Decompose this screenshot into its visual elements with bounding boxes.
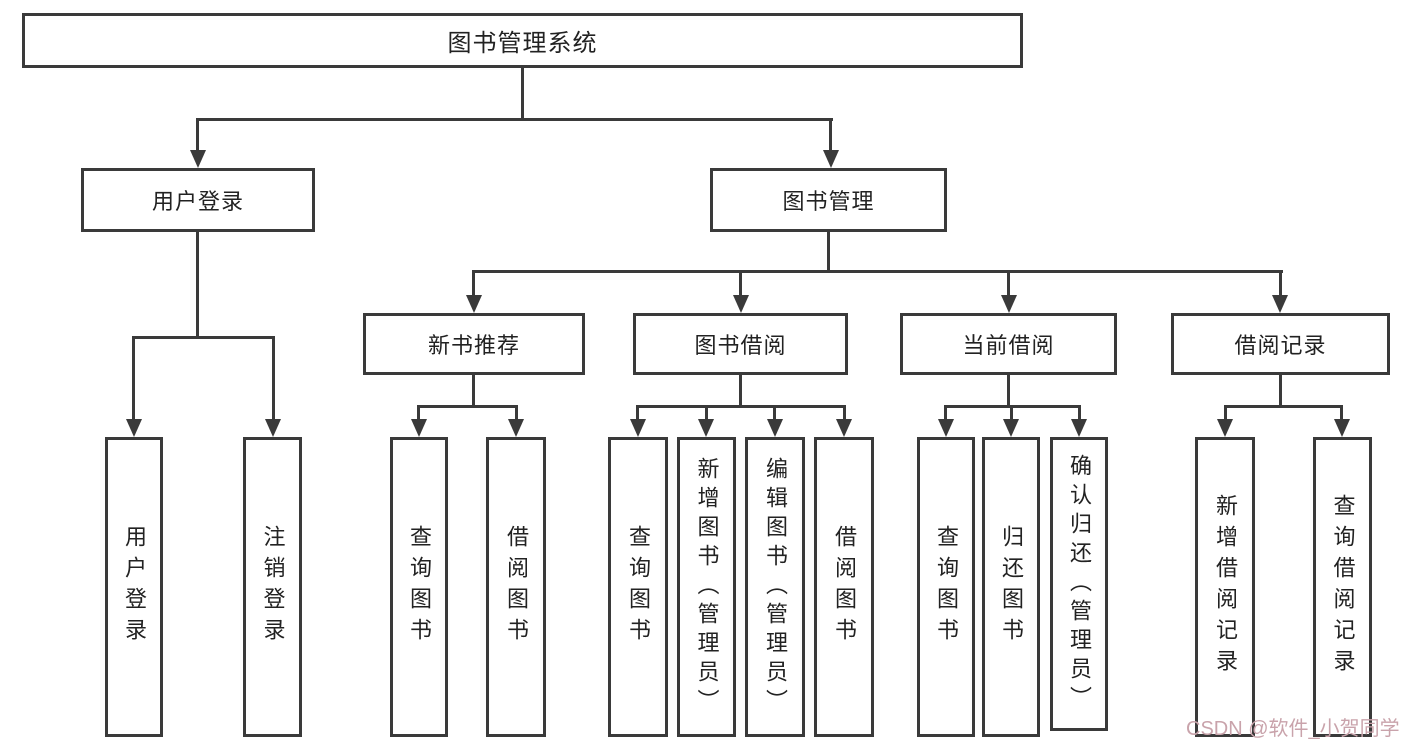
connector	[1010, 405, 1013, 423]
arrowhead	[1217, 419, 1233, 437]
leaf-borrow-book-1-label: 借阅图书	[504, 525, 529, 649]
leaf-logout: 注销登录	[243, 437, 302, 737]
arrowhead	[1003, 419, 1019, 437]
connector	[1224, 405, 1343, 408]
node-book-management-label: 图书管理	[782, 189, 875, 214]
connector	[1078, 405, 1081, 423]
leaf-edit-book-admin: 编辑图书（管理员）	[745, 437, 805, 737]
connector	[196, 232, 199, 339]
connector	[417, 405, 420, 423]
connector	[196, 118, 199, 152]
connector	[636, 405, 639, 423]
arrowhead	[1071, 419, 1087, 437]
connector	[472, 270, 475, 298]
leaf-logout-label: 注销登录	[260, 525, 286, 649]
connector	[636, 405, 846, 408]
leaf-confirm-return-admin-label: 确认归还（管理员）	[1067, 453, 1092, 715]
node-current-borrow: 当前借阅	[900, 313, 1117, 375]
arrowhead	[938, 419, 954, 437]
connector	[472, 270, 1283, 273]
leaf-query-book-1: 查询图书	[390, 437, 448, 737]
arrowhead	[733, 295, 749, 313]
leaf-query-book-1-label: 查询图书	[407, 525, 432, 649]
arrowhead	[508, 419, 524, 437]
arrowhead	[265, 419, 281, 437]
leaf-query-borrow-record: 查询借阅记录	[1313, 437, 1372, 737]
node-new-book-recommend-label: 新书推荐	[427, 333, 520, 358]
connector	[132, 336, 135, 423]
connector	[272, 336, 275, 423]
connector	[705, 405, 708, 423]
watermark: CSDN @软件_小贺同学	[1186, 718, 1400, 740]
node-user-login: 用户登录	[81, 168, 315, 232]
connector	[1340, 405, 1343, 423]
arrowhead	[1334, 419, 1350, 437]
arrowhead	[411, 419, 427, 437]
arrowhead	[630, 419, 646, 437]
arrowhead	[190, 150, 206, 168]
arrowhead	[823, 150, 839, 168]
leaf-user-login: 用户登录	[105, 437, 163, 737]
leaf-query-book-2: 查询图书	[608, 437, 668, 737]
connector	[1279, 375, 1282, 408]
node-borrow-records: 借阅记录	[1171, 313, 1390, 375]
connector	[196, 118, 833, 121]
connector	[1007, 270, 1010, 298]
arrowhead	[466, 295, 482, 313]
node-current-borrow-label: 当前借阅	[962, 333, 1055, 358]
connector	[829, 118, 832, 152]
arrowhead	[698, 419, 714, 437]
leaf-add-book-admin: 新增图书（管理员）	[677, 437, 736, 737]
leaf-user-login-label: 用户登录	[122, 525, 147, 649]
leaf-query-borrow-record-label: 查询借阅记录	[1330, 494, 1356, 680]
connector	[773, 405, 776, 423]
connector	[515, 405, 518, 423]
leaf-query-book-3: 查询图书	[917, 437, 975, 737]
arrowhead	[1001, 295, 1017, 313]
node-root: 图书管理系统	[22, 13, 1023, 68]
arrowhead	[1272, 295, 1288, 313]
leaf-return-book-label: 归还图书	[999, 525, 1024, 649]
arrowhead	[836, 419, 852, 437]
connector	[472, 375, 475, 408]
leaf-borrow-book-2: 借阅图书	[814, 437, 874, 737]
connector	[1007, 375, 1010, 408]
connector	[739, 270, 742, 298]
connector	[1224, 405, 1227, 423]
connector	[417, 405, 518, 408]
leaf-query-book-3-label: 查询图书	[934, 525, 959, 649]
node-new-book-recommend: 新书推荐	[363, 313, 585, 375]
connector	[843, 405, 846, 423]
leaf-edit-book-admin-label: 编辑图书（管理员）	[763, 456, 788, 718]
node-book-borrow-label: 图书借阅	[694, 333, 787, 358]
leaf-confirm-return-admin: 确认归还（管理员）	[1050, 437, 1108, 731]
node-root-label: 图书管理系统	[447, 30, 598, 57]
connector	[521, 68, 524, 121]
leaf-return-book: 归还图书	[982, 437, 1040, 737]
arrowhead	[767, 419, 783, 437]
node-book-borrow: 图书借阅	[633, 313, 848, 375]
leaf-add-book-admin-label: 新增图书（管理员）	[694, 456, 720, 718]
leaf-borrow-book-1: 借阅图书	[486, 437, 546, 737]
leaf-add-borrow-record-label: 新增借阅记录	[1213, 494, 1238, 680]
leaf-add-borrow-record: 新增借阅记录	[1195, 437, 1255, 737]
connector	[132, 336, 275, 339]
connector	[739, 375, 742, 408]
arrowhead	[126, 419, 142, 437]
node-borrow-records-label: 借阅记录	[1234, 333, 1327, 358]
node-book-management: 图书管理	[710, 168, 947, 232]
leaf-borrow-book-2-label: 借阅图书	[832, 525, 857, 649]
leaf-query-book-2-label: 查询图书	[626, 525, 651, 649]
connector	[1279, 270, 1282, 298]
node-user-login-label: 用户登录	[151, 189, 244, 214]
connector	[827, 232, 830, 273]
connector	[944, 405, 947, 423]
